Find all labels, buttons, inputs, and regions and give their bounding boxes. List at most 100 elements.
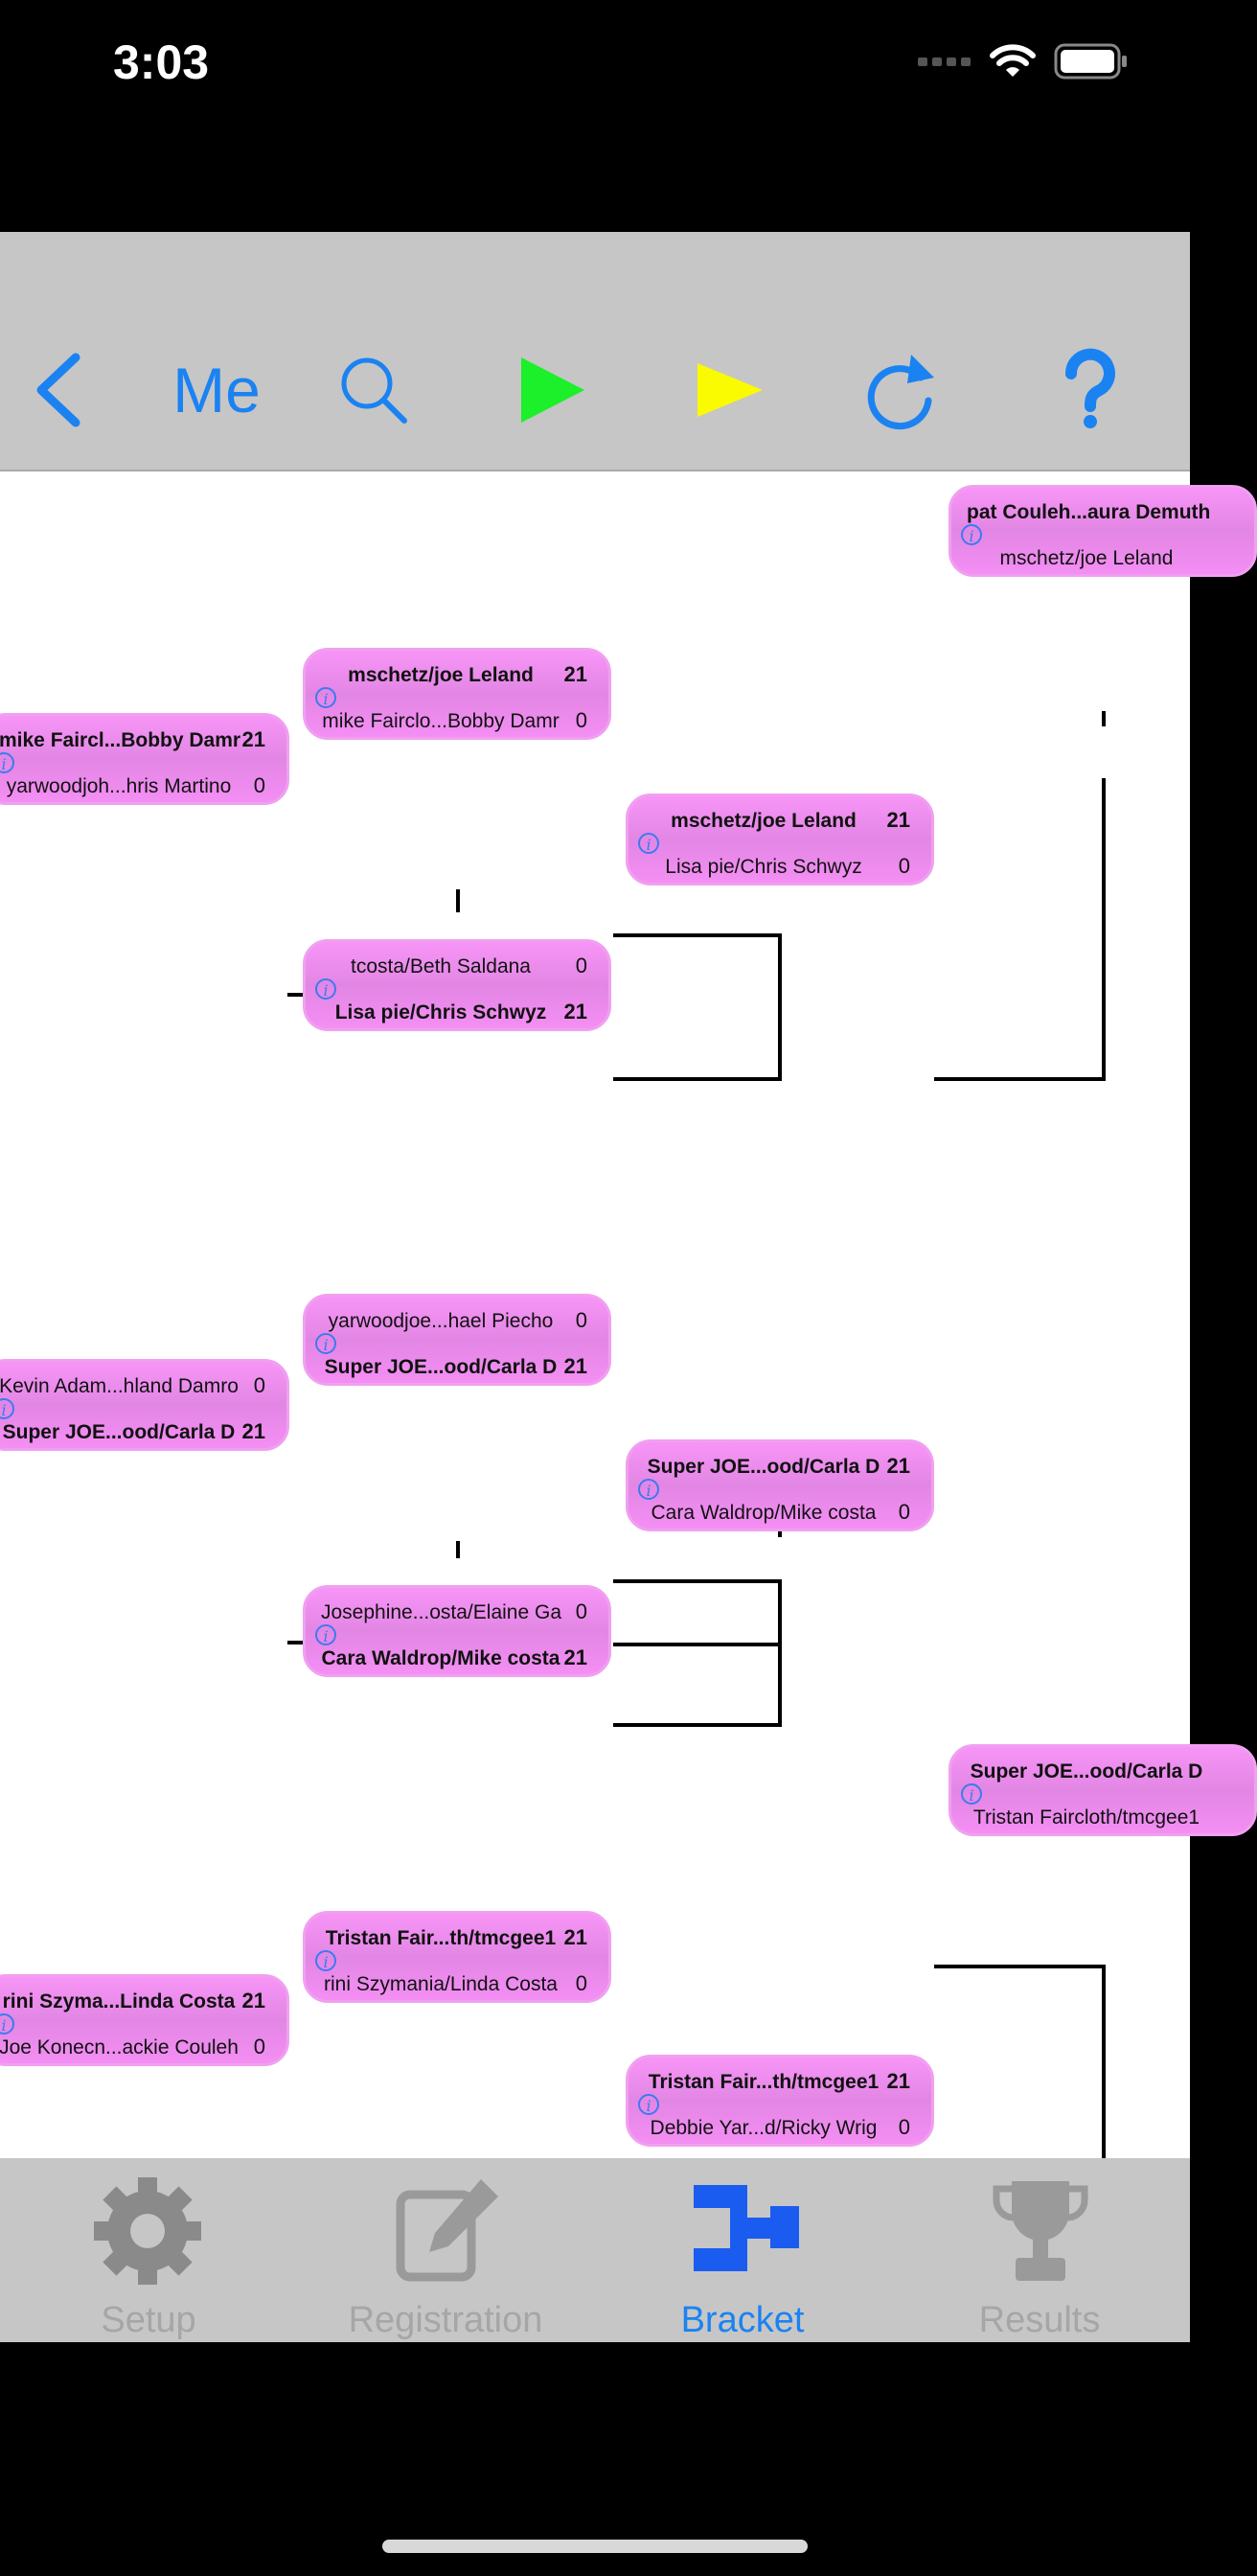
score-bottom: 0 [575, 1971, 587, 1995]
info-icon[interactable]: i [638, 833, 659, 854]
search-icon [341, 357, 407, 424]
score-top: 21 [241, 1989, 265, 2012]
question-icon [1064, 348, 1115, 428]
team-bottom: Lisa pie/Chris Schwyz [665, 856, 862, 878]
tab-label: Registration [348, 2300, 543, 2340]
refresh-icon [867, 355, 934, 430]
team-bottom: Joe Konecn...ackie Couleh [0, 2036, 239, 2058]
team-bottom: mschetz/joe Leland [999, 547, 1174, 569]
tab-label: Results [978, 2300, 1101, 2340]
info-icon[interactable]: i [638, 1479, 659, 1500]
info-icon[interactable]: i [0, 752, 14, 773]
info-icon[interactable]: i [961, 524, 982, 545]
score-top: 21 [886, 808, 910, 832]
status-time: 3:03 [113, 35, 210, 89]
tab-setup[interactable]: Setup [0, 2158, 297, 2342]
team-top: Josephine...osta/Elaine Ga [321, 1601, 561, 1623]
play-yellow-button[interactable] [690, 342, 766, 438]
score-bottom: 21 [563, 1354, 587, 1378]
tab-label: Setup [101, 2300, 196, 2340]
team-top: Tristan Fair...th/tmcgee1 [648, 2071, 880, 2093]
info-icon[interactable]: i [961, 1783, 982, 1805]
team-bottom: Cara Waldrop/Mike costa [321, 1647, 560, 1669]
team-top: rini Szyma...Linda Costa [2, 1990, 236, 2012]
info-icon[interactable]: i [0, 2013, 14, 2035]
signal-icon [918, 58, 971, 66]
score-bottom: 0 [898, 2115, 910, 2139]
team-top: Super JOE...ood/Carla D [647, 1456, 880, 1478]
tab-bracket[interactable]: Bracket [594, 2158, 891, 2342]
team-top: Super JOE...ood/Carla D [970, 1760, 1203, 1782]
home-indicator[interactable] [382, 2540, 808, 2553]
team-bottom: Lisa pie/Chris Schwyz [334, 1001, 547, 1024]
score-bottom: 21 [563, 1645, 587, 1669]
score-bottom: 0 [898, 854, 910, 878]
back-button[interactable] [25, 342, 92, 438]
match-card[interactable]: pat Couleh...aura Demuth mschetz/joe Lela… [948, 485, 1257, 577]
team-bottom: Super JOE...ood/Carla D [2, 1421, 236, 1443]
team-bottom: Super JOE...ood/Carla D [324, 1356, 558, 1378]
help-button[interactable] [1054, 342, 1127, 438]
info-icon[interactable]: i [315, 1333, 336, 1354]
score-top: 0 [575, 1599, 587, 1623]
team-top: tcosta/Beth Saldana [351, 955, 531, 978]
score-top: 21 [886, 1454, 910, 1478]
edit-icon [396, 2179, 498, 2282]
team-bottom: Tristan Faircloth/tmcgee1 [972, 1806, 1200, 1828]
bracket-icon [694, 2185, 799, 2271]
score-top: 0 [575, 1308, 587, 1332]
score-top: 0 [575, 954, 587, 978]
team-top: mike Faircl...Bobby Damr [0, 729, 241, 751]
play-green-button[interactable] [514, 342, 590, 438]
team-bottom: mike Fairclo...Bobby Damr [322, 710, 560, 732]
me-button[interactable]: Me [172, 355, 261, 426]
tab-results[interactable]: Results [891, 2158, 1188, 2342]
score-bottom: 0 [898, 1500, 910, 1524]
bracket-view[interactable]: pat Couleh...aura Demuth mschetz/joe Lela… [0, 472, 1257, 2342]
info-icon[interactable]: i [315, 978, 336, 1000]
search-button[interactable] [335, 342, 412, 438]
gear-icon [94, 2177, 201, 2285]
toolbar: Me [0, 232, 1190, 472]
tab-label: Bracket [680, 2300, 805, 2340]
score-bottom: 21 [241, 1419, 265, 1443]
info-icon[interactable]: i [315, 1624, 336, 1645]
info-icon[interactable]: i [638, 2094, 659, 2115]
team-top: pat Couleh...aura Demuth [967, 501, 1211, 523]
score-top: 21 [241, 727, 265, 751]
trophy-icon [993, 2181, 1088, 2281]
app-card: Me [0, 232, 1257, 2342]
info-icon[interactable]: i [315, 687, 336, 708]
team-top: Kevin Adam...hland Damro [0, 1375, 239, 1397]
score-bottom: 0 [575, 708, 587, 732]
score-top: 21 [886, 2069, 910, 2093]
team-top: mschetz/joe Leland [671, 810, 857, 832]
info-icon[interactable]: i [315, 1950, 336, 1971]
team-bottom: yarwoodjoh...hris Martino [6, 775, 232, 797]
score-bottom: 0 [253, 2035, 265, 2058]
score-bottom: 0 [253, 773, 265, 797]
team-top: yarwoodjoe...hael Piecho [328, 1310, 554, 1332]
battery-icon [1054, 43, 1127, 80]
score-bottom: 21 [563, 1000, 587, 1024]
tab-registration[interactable]: Registration [297, 2158, 594, 2342]
match-card[interactable]: Super JOE...ood/Carla D Tristan Faircloth… [948, 1744, 1257, 1836]
team-bottom: rini Szymania/Linda Costa [324, 1973, 558, 1995]
score-top: 0 [253, 1373, 265, 1397]
play-icon [521, 357, 584, 423]
team-bottom: Cara Waldrop/Mike costa [651, 1502, 877, 1524]
info-icon[interactable]: i [0, 1398, 14, 1419]
tab-bar: Setup Registration Bracket [0, 2158, 1190, 2342]
refresh-button[interactable] [862, 342, 945, 438]
